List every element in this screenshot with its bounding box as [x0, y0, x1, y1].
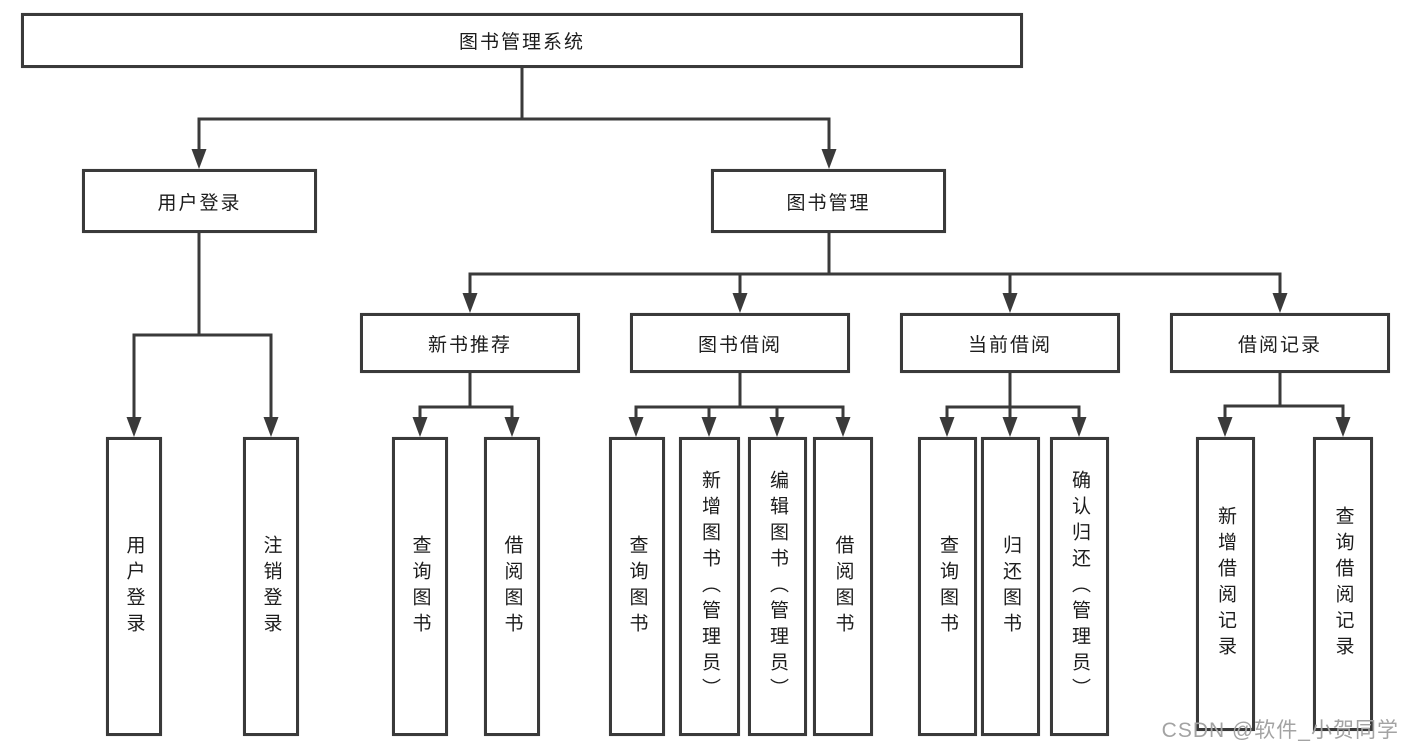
- connector-records-split: [1217, 373, 1351, 437]
- node-current-borrowing: 当前借阅: [900, 313, 1120, 373]
- node-new-book-recommendation: 新书推荐: [360, 313, 580, 373]
- node-book-management: 图书管理: [711, 169, 946, 233]
- leaf-query-books-borrow: 查询图书: [609, 437, 665, 736]
- leaf-confirm-return-admin: 确认归还（管理员）: [1050, 437, 1109, 736]
- node-book-borrowing: 图书借阅: [630, 313, 850, 373]
- leaf-borrow-books: 借阅图书: [813, 437, 873, 736]
- connector-book-management-split: [462, 233, 1288, 313]
- watermark: CSDN @软件_小贺同学: [1161, 719, 1399, 742]
- node-user-login: 用户登录: [82, 169, 317, 233]
- connector-recommendation-split: [412, 373, 520, 437]
- leaf-query-borrow-record: 查询借阅记录: [1313, 437, 1373, 731]
- leaf-add-books-admin: 新增图书（管理员）: [679, 437, 740, 736]
- leaf-return-books: 归还图书: [981, 437, 1040, 736]
- connector-user-login-split: [126, 233, 279, 437]
- leaf-user-login: 用户登录: [106, 437, 162, 736]
- connector-borrowing-split: [628, 373, 851, 437]
- connector-current-borrowing-split: [939, 373, 1087, 437]
- connector-root-split: [191, 68, 837, 169]
- leaf-logout: 注销登录: [243, 437, 299, 736]
- leaf-add-borrow-record: 新增借阅记录: [1196, 437, 1255, 731]
- node-borrowing-records: 借阅记录: [1170, 313, 1390, 373]
- node-library-system: 图书管理系统: [21, 13, 1023, 68]
- leaf-query-books-recommend: 查询图书: [392, 437, 448, 736]
- leaf-edit-books-admin: 编辑图书（管理员）: [748, 437, 807, 736]
- leaf-query-books-current: 查询图书: [918, 437, 977, 736]
- leaf-borrow-books-recommend: 借阅图书: [484, 437, 540, 736]
